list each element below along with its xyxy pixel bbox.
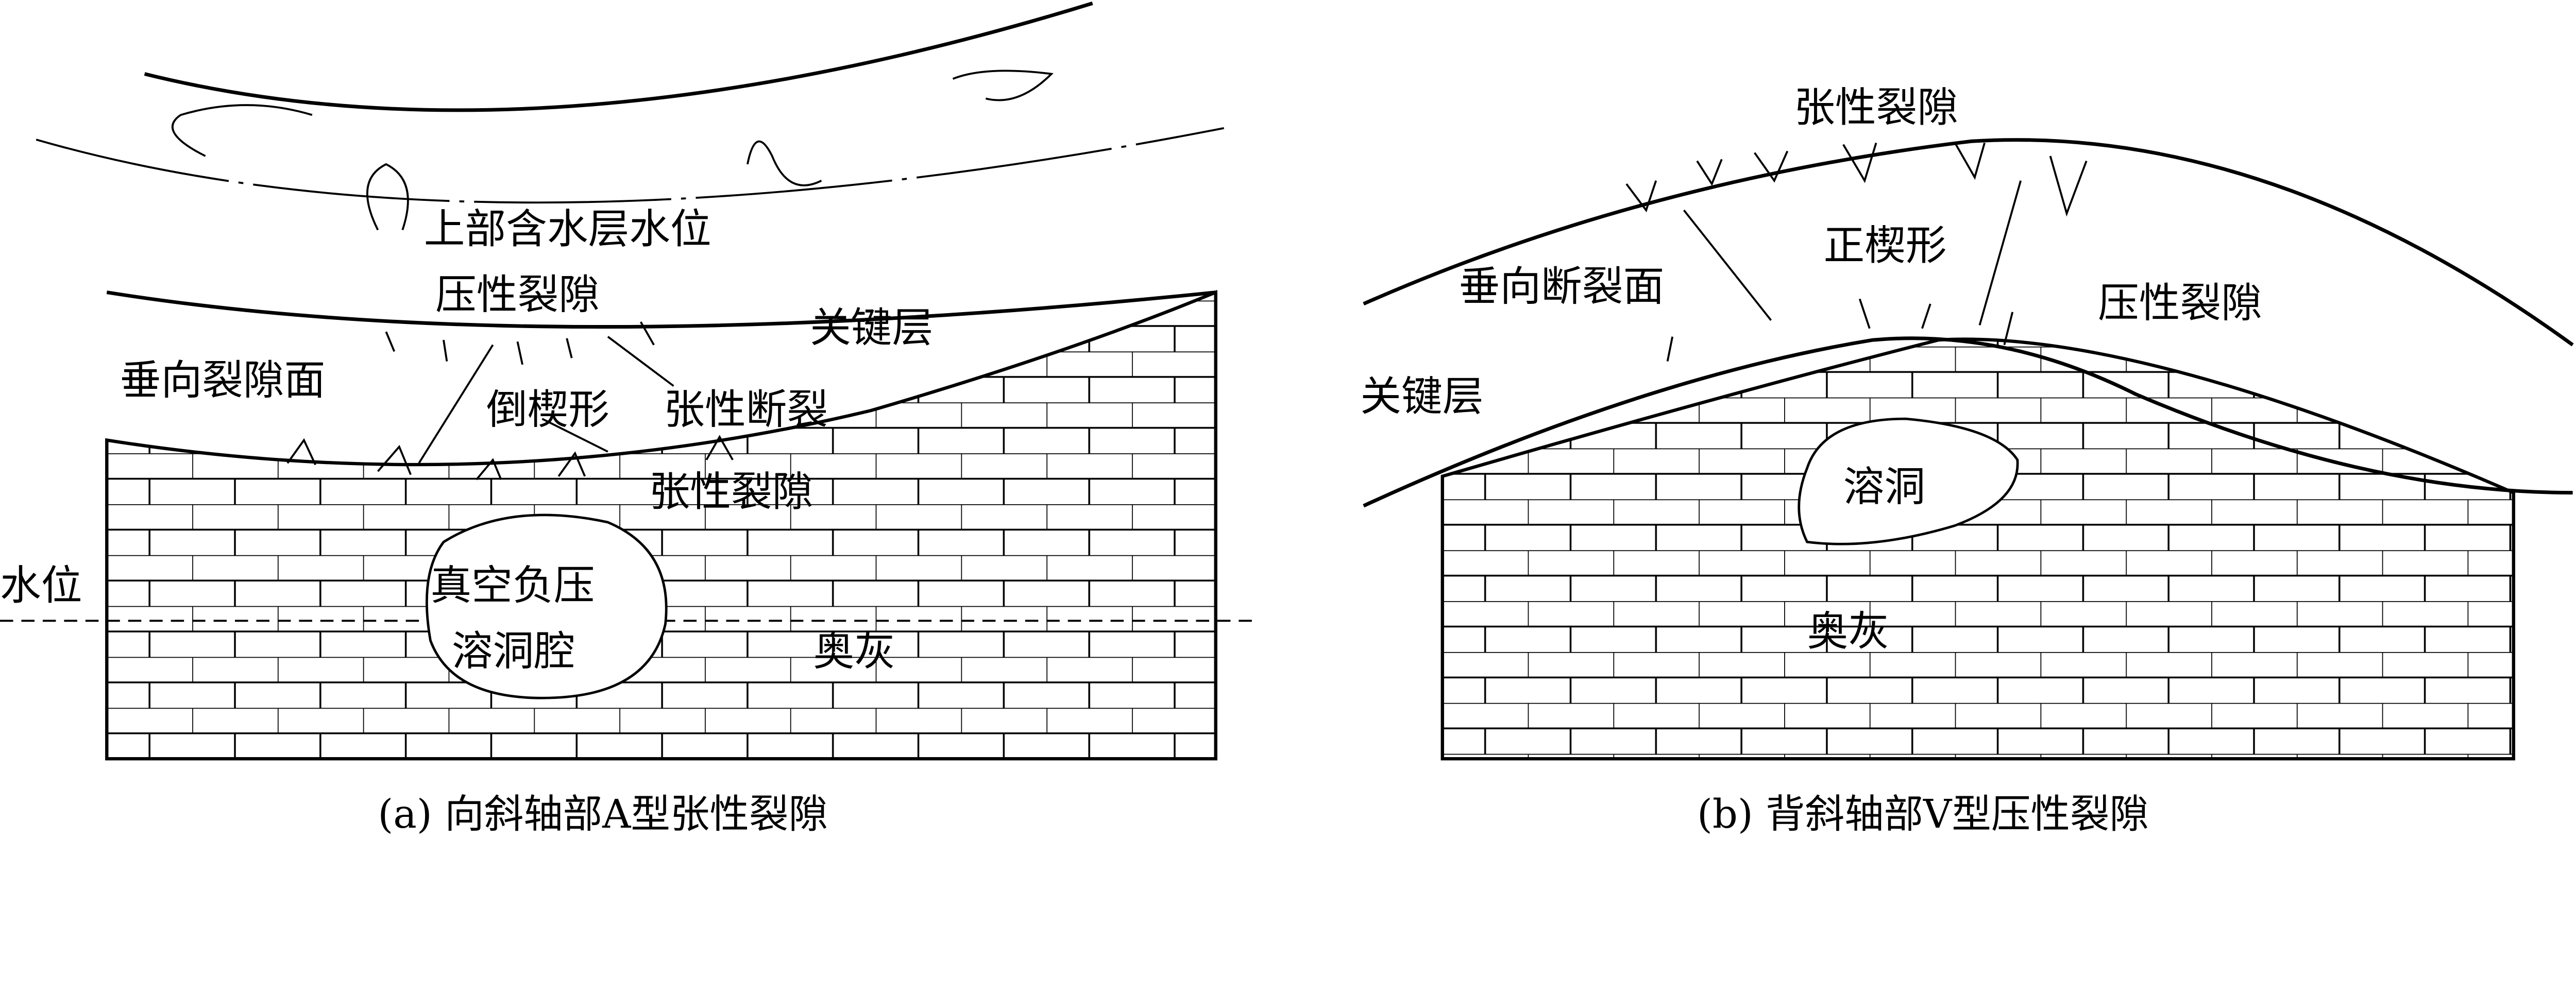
label-tensile-fracture: 张性裂隙 <box>1794 83 1958 131</box>
key-stratum-top <box>106 290 1216 329</box>
geology-diagram: 上部含水层水位 压性裂隙 关键层 垂向裂隙面 倒楔形 张性断裂 张性裂隙 水位 … <box>0 2 2574 837</box>
label-limestone: 奥灰 <box>813 627 895 675</box>
caption-a: (a) 向斜轴部A型张性裂隙 <box>378 792 828 837</box>
limestone-block <box>1440 337 2515 761</box>
label-tensile-fracture: 张性裂隙 <box>649 468 814 516</box>
label-key-stratum: 关键层 <box>1360 372 1483 420</box>
label-vertical-fracture-plane: 垂向裂隙面 <box>120 356 326 404</box>
label-compressive-fracture: 压性裂隙 <box>2098 279 2262 327</box>
karst-cave <box>1798 417 2019 545</box>
label-water-level: 水位 <box>0 561 82 609</box>
limestone-block <box>105 289 1217 761</box>
label-tensile-fault: 张性断裂 <box>664 386 828 434</box>
karst-cavity <box>425 513 668 699</box>
panel-a: 上部含水层水位 压性裂隙 关键层 垂向裂隙面 倒楔形 张性断裂 张性裂隙 水位 … <box>0 2 1257 837</box>
panel-b: 张性裂隙 正楔形 垂向断裂面 压性裂隙 关键层 溶洞 奥灰 (b) 背斜轴部V型… <box>1360 83 2574 837</box>
label-cavity: 溶洞腔 <box>452 627 575 675</box>
label-karst-cave: 溶洞 <box>1843 463 1925 511</box>
label-compressive-fracture: 压性裂隙 <box>435 270 600 318</box>
fracture-lines <box>1625 142 2088 362</box>
label-inverted-wedge: 倒楔形 <box>486 386 609 434</box>
label-upper-aquifer: 上部含水层水位 <box>424 205 711 253</box>
label-limestone: 奥灰 <box>1807 607 1889 655</box>
upper-stratum-top <box>144 2 1093 112</box>
label-vertical-fault-plane: 垂向断裂面 <box>1459 263 1665 311</box>
label-upright-wedge: 正楔形 <box>1824 221 1947 269</box>
label-key-stratum: 关键层 <box>810 303 933 351</box>
upper-aquifer-level <box>36 127 1225 204</box>
key-stratum-bottom <box>1363 336 2573 508</box>
water-ripples <box>171 70 1054 231</box>
upper-stratum-top <box>1363 138 2574 347</box>
label-vacuum: 真空负压 <box>430 561 595 609</box>
fracture-lines <box>286 321 734 481</box>
caption-b: (b) 背斜轴部V型压性裂隙 <box>1697 792 2149 837</box>
